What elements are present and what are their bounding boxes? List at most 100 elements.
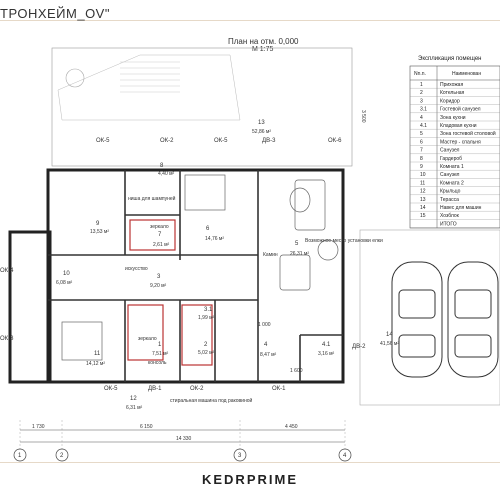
axis-3-label: 3	[238, 453, 242, 459]
svg-text:6,31 м²: 6,31 м²	[126, 405, 143, 411]
svg-text:1: 1	[158, 342, 162, 348]
footer-divider	[0, 462, 500, 463]
plan-scale: М 1:75	[252, 46, 274, 53]
explication-row-num: 9	[420, 164, 423, 170]
explication-row-name: Гостевой санузел	[440, 106, 481, 113]
header-divider	[0, 20, 500, 21]
explication-row-num: 10	[420, 172, 426, 178]
terrace-fence	[57, 54, 241, 121]
svg-text:13,53 м²: 13,53 м²	[90, 229, 109, 235]
explication-row-name: Комната 2	[440, 180, 464, 186]
explication-row-num: 8	[420, 156, 423, 162]
house-outer-wall	[46, 168, 345, 384]
svg-text:ОК-6: ОК-6	[328, 138, 342, 144]
svg-text:консоль: консоль	[148, 360, 167, 366]
explication-row-name: Кладовая кухни	[440, 123, 477, 129]
svg-text:ОК-3: ОК-3	[0, 336, 14, 342]
svg-text:5: 5	[295, 241, 299, 247]
explication-row-name: Прихожая	[440, 82, 463, 88]
svg-text:14,76 м²: 14,76 м²	[205, 236, 224, 242]
axis-1-label: 1	[18, 453, 22, 459]
svg-text:11: 11	[94, 351, 101, 357]
explication-row-name: Котельная	[440, 90, 464, 96]
explication-table: Экспликация помещен Nn.n. Наименован	[409, 56, 500, 229]
left-wing-wall	[8, 230, 52, 384]
svg-text:1,99 м²: 1,99 м²	[198, 315, 215, 321]
svg-text:нишa для шампуней: нишa для шампуней	[128, 195, 176, 202]
svg-text:3,16 м²: 3,16 м²	[318, 351, 335, 357]
svg-text:Экспликация помещен: Экспликация помещен	[418, 56, 481, 62]
explication-row-num: 14	[420, 205, 426, 211]
svg-text:ОК-5: ОК-5	[104, 386, 118, 392]
explication-row-num: 5	[420, 131, 423, 137]
dim-total: 14 330	[176, 436, 192, 442]
svg-text:7,51 м²: 7,51 м²	[152, 351, 169, 357]
svg-text:3: 3	[157, 274, 161, 280]
svg-text:52,86 м²: 52,86 м²	[252, 129, 271, 135]
explication-row-num: 2	[420, 90, 423, 96]
svg-text:7: 7	[158, 232, 162, 238]
explication-row-num: 4.1	[420, 123, 427, 129]
axis-2-label: 2	[60, 453, 64, 459]
brand-logo-text: KEDRPRIME	[201, 472, 298, 487]
explication-row-num: 11	[420, 180, 425, 186]
svg-text:ОК-5: ОК-5	[214, 138, 228, 144]
svg-text:12: 12	[130, 396, 137, 402]
svg-text:14: 14	[386, 332, 393, 338]
explication-row-name: Мастер - спальня	[440, 139, 481, 145]
plan-title: План на отм. 0,000	[228, 37, 299, 46]
svg-text:14,12 м²: 14,12 м²	[86, 361, 105, 367]
svg-text:искусство: искусство	[125, 266, 148, 272]
svg-text:9: 9	[96, 221, 100, 227]
svg-text:Возможное место установки елки: Возможное место установки елки	[305, 238, 383, 244]
dining-table-icon	[279, 254, 311, 291]
dim-1730: 1 730	[32, 424, 45, 430]
new-partitions	[127, 219, 213, 366]
svg-text:26,31 м²: 26,31 м²	[290, 251, 309, 257]
interior-walls	[48, 170, 343, 382]
dimension-lines	[20, 429, 345, 443]
bed-room2-icon	[61, 321, 103, 361]
svg-text:ДВ-1: ДВ-1	[148, 386, 162, 392]
svg-text:8: 8	[160, 163, 164, 169]
svg-text:4: 4	[264, 342, 268, 348]
svg-text:41,56 м²: 41,56 м²	[380, 341, 399, 347]
svg-text:ОК-5: ОК-5	[96, 138, 110, 144]
svg-text:6: 6	[206, 226, 210, 232]
explication-row-name: Коридор	[440, 98, 460, 104]
explication-row-num: 4	[420, 115, 423, 121]
svg-text:ДВ-2: ДВ-2	[352, 344, 366, 350]
car-1-icon	[391, 261, 443, 378]
axis-bubbles	[13, 448, 352, 462]
svg-text:ОК-1: ОК-1	[272, 386, 286, 392]
svg-text:10: 10	[63, 271, 70, 277]
svg-text:ДВ-3: ДВ-3	[262, 138, 276, 144]
svg-text:4,40 м²: 4,40 м²	[158, 171, 175, 177]
svg-text:Nn.n.: Nn.n.	[414, 71, 426, 77]
car-2-icon	[447, 261, 499, 378]
svg-text:Наименован: Наименован	[452, 71, 481, 77]
bed-master-icon	[184, 174, 226, 211]
sofa-icon	[294, 179, 326, 231]
svg-text:ОК-2: ОК-2	[160, 138, 174, 144]
svg-text:6,08 м²: 6,08 м²	[56, 280, 73, 286]
dim-6150: 6 150	[140, 424, 153, 430]
svg-text:13: 13	[258, 120, 265, 126]
explication-row-num: 12	[420, 189, 426, 195]
explication-row-name: Гардероб	[440, 156, 462, 162]
carport-outline	[359, 229, 500, 406]
explication-row-name: Крыльцо	[440, 189, 461, 195]
svg-text:стиральная машина под раковино: стиральная машина под раковиной	[170, 397, 253, 404]
explication-row-num: 6	[420, 139, 423, 145]
explication-row-num: 3	[420, 98, 423, 104]
svg-text:ОК-2: ОК-2	[190, 386, 204, 392]
svg-text:ОК-4: ОК-4	[0, 268, 14, 274]
tree-spot-icon	[317, 239, 339, 261]
terrace-outline	[51, 47, 353, 167]
svg-text:4.1: 4.1	[322, 342, 331, 348]
explication-row-num: 3.1	[420, 107, 427, 113]
opening-tags: ОК-5 ОК-2 ОК-5 ДВ-3 ОК-6 ОК-4 ОК-3 ОК-5 …	[0, 138, 366, 392]
svg-text:1 600: 1 600	[290, 368, 303, 374]
